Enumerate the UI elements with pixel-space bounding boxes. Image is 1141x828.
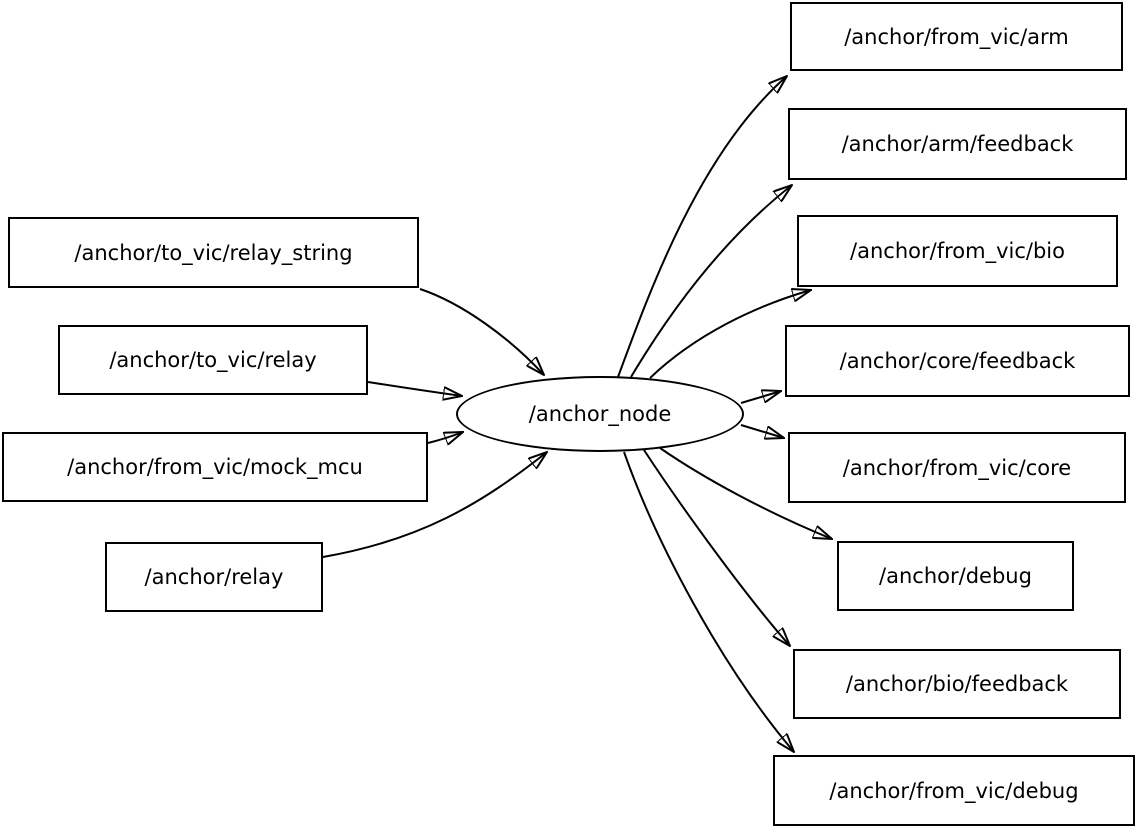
node-core-feedback: /anchor/core/feedback (785, 325, 1130, 397)
node-anchor-debug-label: /anchor/debug (879, 564, 1032, 588)
node-to-vic-relay-string: /anchor/to_vic/relay_string (8, 217, 419, 288)
edge-anchor-relay-to-anchor-node (322, 452, 547, 558)
node-core-feedback-label: /anchor/core/feedback (839, 349, 1076, 373)
node-from-vic-debug-label: /anchor/from_vic/debug (829, 778, 1079, 803)
edge-anchor-node-to-anchor-debug (659, 447, 832, 539)
node-from-vic-arm-label: /anchor/from_vic/arm (844, 24, 1069, 49)
node-to-vic-relay-label: /anchor/to_vic/relay (109, 348, 317, 372)
edge-anchor-node-to-from-vic-core (740, 424, 784, 438)
node-bio-feedback: /anchor/bio/feedback (793, 649, 1121, 719)
node-from-vic-core: /anchor/from_vic/core (788, 432, 1126, 503)
node-anchor-node-label: /anchor_node (528, 402, 672, 426)
node-anchor-node: /anchor_node (456, 376, 744, 452)
edge-to-vic-relay-to-anchor-node (367, 381, 462, 396)
edge-relay-string-to-anchor-node (419, 288, 544, 375)
node-from-vic-mock-mcu-label: /anchor/from_vic/mock_mcu (67, 455, 363, 479)
node-anchor-relay-label: /anchor/relay (144, 565, 284, 589)
node-bio-feedback-label: /anchor/bio/feedback (845, 672, 1069, 696)
node-from-vic-debug: /anchor/from_vic/debug (773, 755, 1135, 826)
node-to-vic-relay: /anchor/to_vic/relay (58, 325, 368, 395)
edge-anchor-node-to-from-vic-arm (617, 76, 787, 378)
node-anchor-debug: /anchor/debug (837, 541, 1074, 611)
node-from-vic-arm: /anchor/from_vic/arm (790, 2, 1123, 71)
edge-anchor-node-to-core-feedback (740, 391, 781, 404)
node-to-vic-relay-string-label: /anchor/to_vic/relay_string (74, 240, 353, 265)
node-from-vic-bio: /anchor/from_vic/bio (797, 215, 1118, 287)
node-from-vic-mock-mcu: /anchor/from_vic/mock_mcu (2, 432, 428, 502)
edge-anchor-node-to-bio-feedback (643, 449, 790, 646)
edge-anchor-node-to-from-vic-bio (649, 290, 811, 379)
edge-anchor-node-to-from-vic-debug (623, 451, 794, 752)
node-arm-feedback: /anchor/arm/feedback (788, 108, 1127, 180)
node-arm-feedback-label: /anchor/arm/feedback (841, 132, 1074, 156)
edge-anchor-node-to-arm-feedback (630, 185, 792, 378)
node-from-vic-bio-label: /anchor/from_vic/bio (850, 239, 1065, 263)
node-from-vic-core-label: /anchor/from_vic/core (842, 455, 1072, 480)
node-anchor-relay: /anchor/relay (105, 542, 323, 612)
edge-mock-mcu-to-anchor-node (427, 432, 463, 443)
